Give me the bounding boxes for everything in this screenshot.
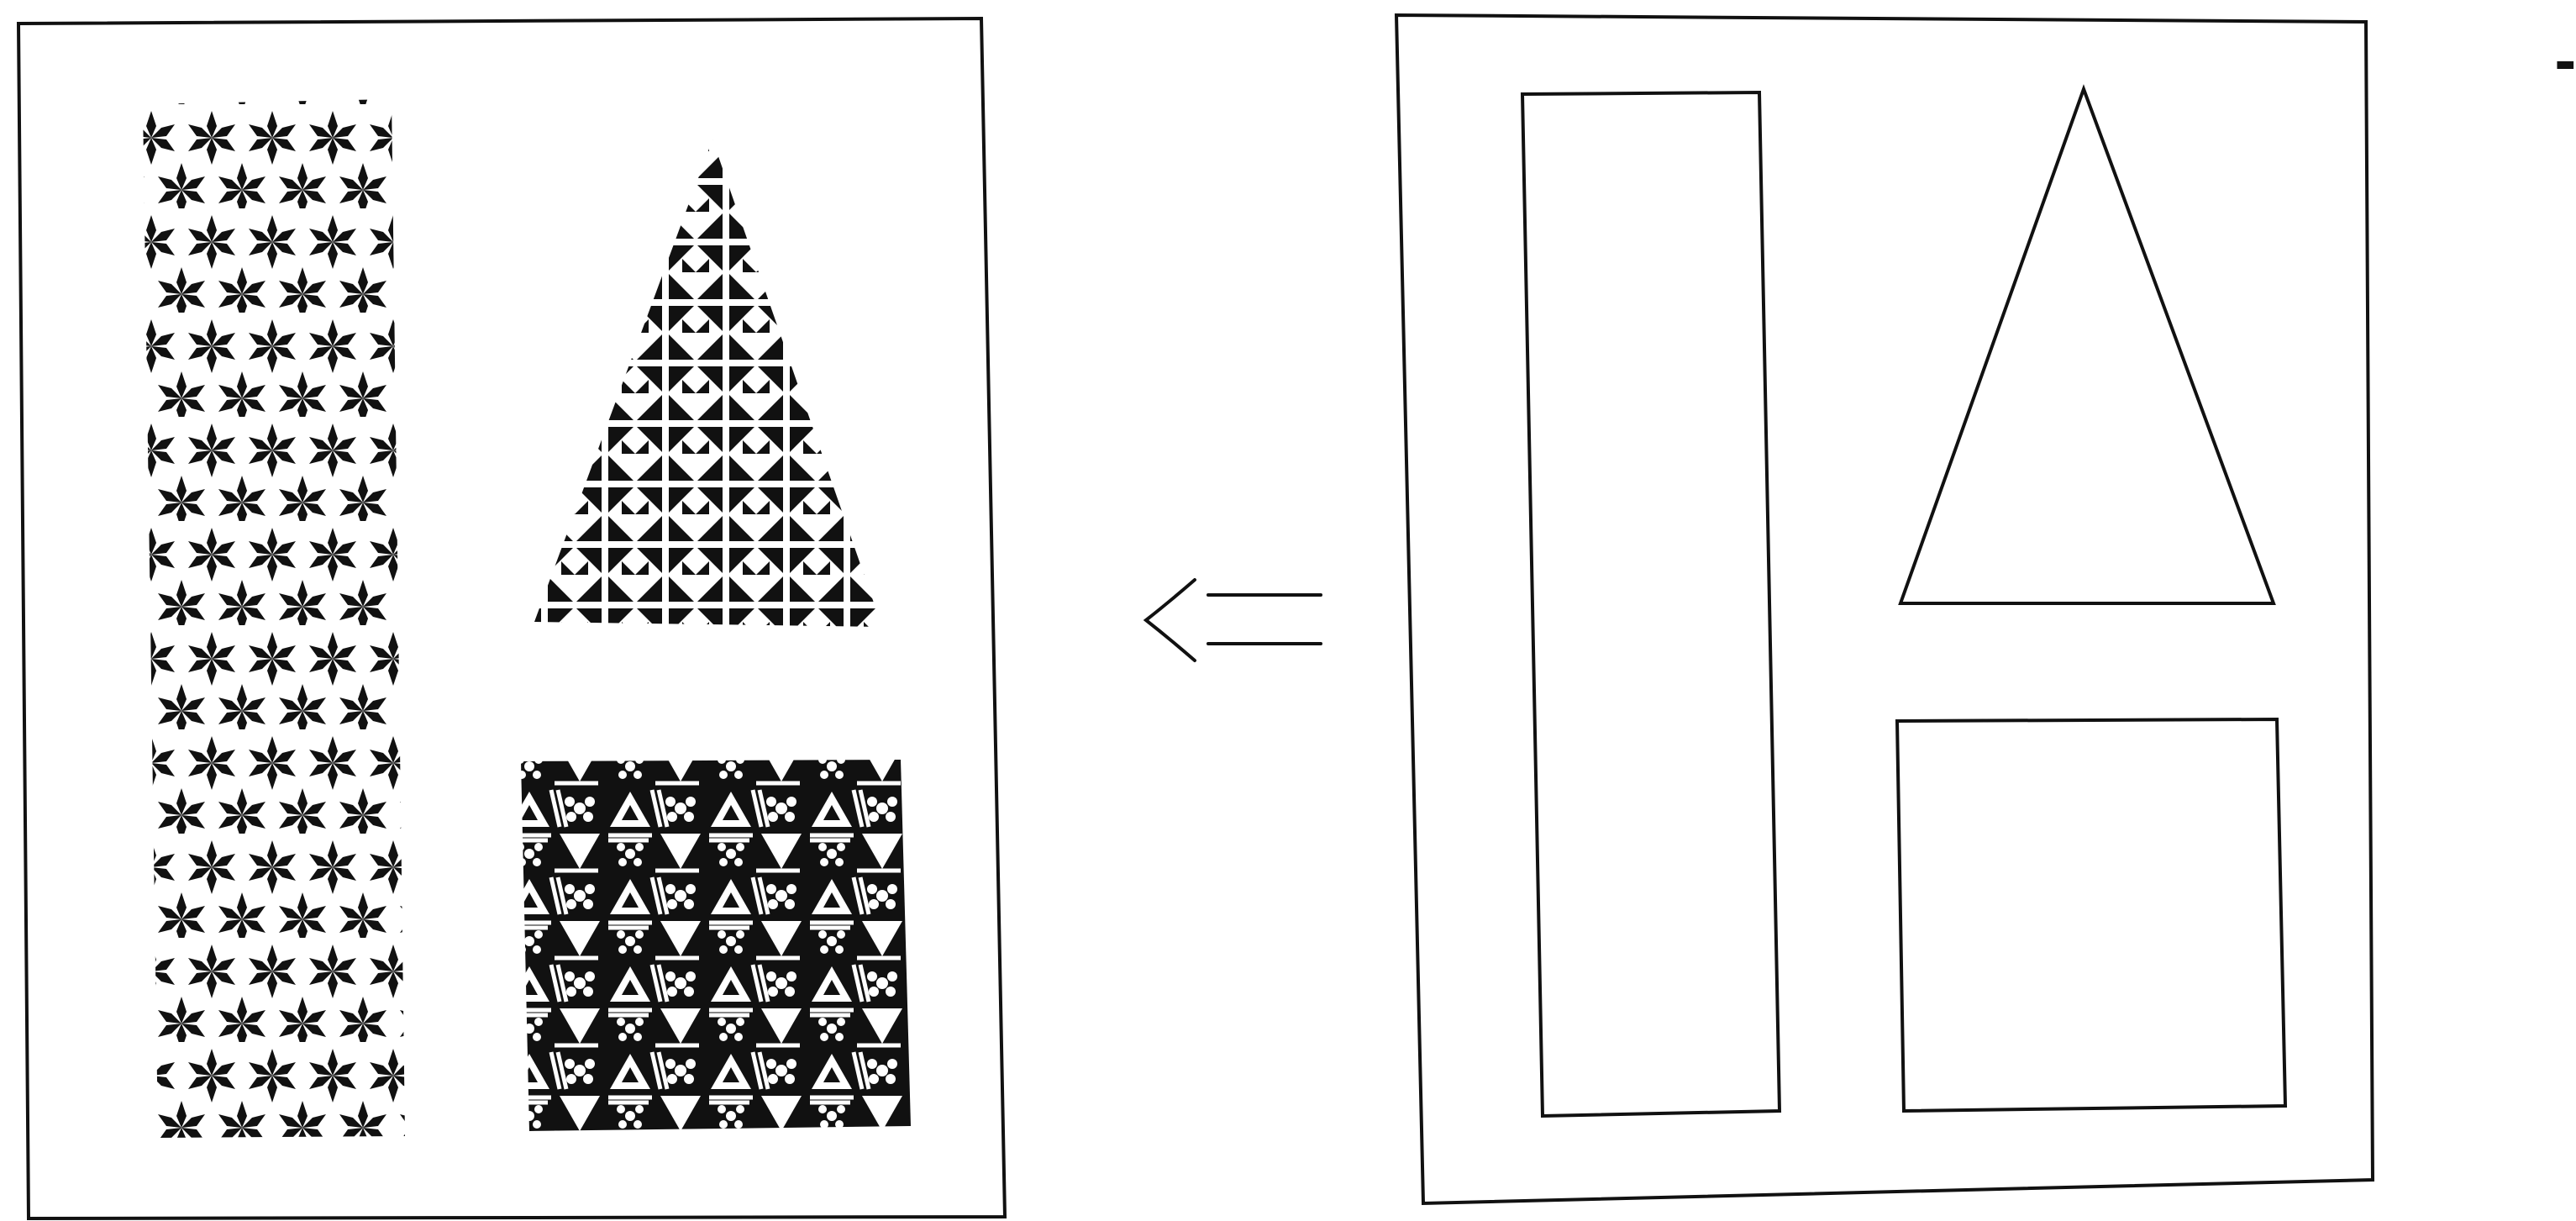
right-panel — [1396, 15, 2373, 1203]
patterned-square — [521, 760, 911, 1131]
left-panel — [18, 18, 1005, 1218]
figure-label: - ب - — [2554, 32, 2576, 94]
outline-rectangle — [1522, 92, 1780, 1116]
patterned-triangle — [534, 139, 882, 627]
patterned-rectangle — [143, 99, 405, 1138]
outline-triangle — [1900, 89, 2274, 603]
double-arrow-left-icon — [1146, 580, 1321, 660]
outline-square — [1897, 719, 2285, 1111]
right-panel-frame — [1396, 15, 2373, 1203]
